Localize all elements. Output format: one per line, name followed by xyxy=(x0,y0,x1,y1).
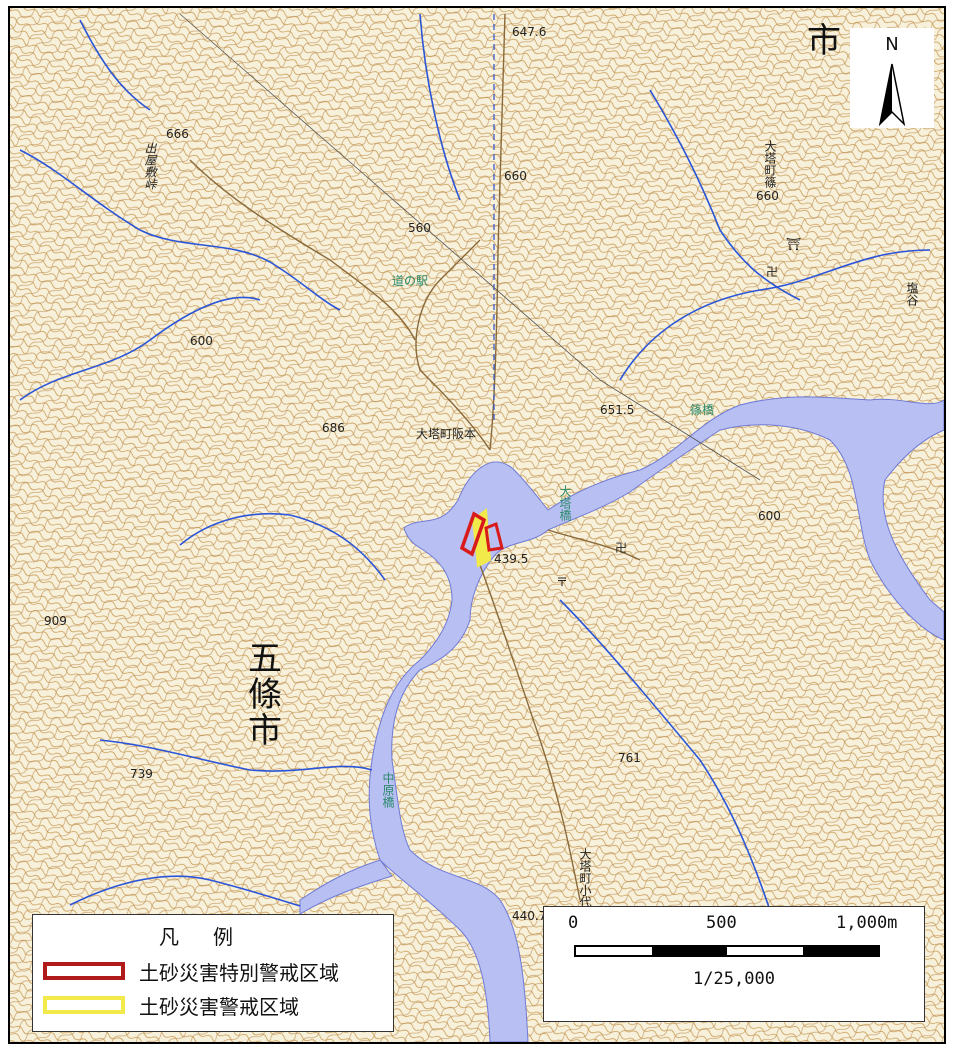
place-otomachi-shinoharawa: 大塔町篠 xyxy=(763,140,777,188)
place-shinohara-bridge: 篠橋 xyxy=(690,402,714,417)
legend-item-warning: 土砂災害警戒区域 xyxy=(43,991,299,1019)
north-arrow-icon xyxy=(878,63,906,127)
elevation-label: 909 xyxy=(44,614,67,628)
city-label-char-1: 五 xyxy=(248,639,282,679)
city-label-top: 市 xyxy=(807,21,841,61)
reservoir-arm xyxy=(299,859,393,915)
elevation-label: 739 xyxy=(130,767,153,781)
legend-item-special-warning: 土砂災害特別警戒区域 xyxy=(43,957,339,985)
streams xyxy=(19,13,931,941)
scale-bar-graphic xyxy=(574,945,880,957)
elevation-label: 439.5 xyxy=(494,552,528,566)
place-oto-bridge: 大塔橋 xyxy=(558,485,572,522)
elevation-label: 660 xyxy=(504,169,527,183)
scale-segment xyxy=(576,947,652,955)
elevation-label: 560 xyxy=(408,221,431,235)
legend-swatch-yellow xyxy=(43,996,125,1014)
scale-tick-500: 500 xyxy=(706,913,737,933)
city-label-char-3: 市 xyxy=(248,711,282,751)
contour-label: 660 xyxy=(756,189,779,203)
shrine-icon: ⛩ xyxy=(786,237,801,251)
elevation-label: 440.7 xyxy=(512,909,546,923)
scale-tick-1000: 1,000m xyxy=(836,913,898,933)
elevation-label: 686 xyxy=(322,421,345,435)
scale-segment xyxy=(651,947,727,955)
place-otomachi-sakamoto: 大塔町阪本 xyxy=(416,427,476,441)
north-arrow: N xyxy=(850,28,934,128)
temple-icon: 卍 xyxy=(766,265,778,279)
place-shiodani: 塩谷 xyxy=(905,281,919,307)
contour-label: 600 xyxy=(190,334,213,348)
city-label-char-2: 條 xyxy=(248,675,282,715)
scale-tick-0: 0 xyxy=(568,913,579,933)
power-line xyxy=(179,13,761,481)
place-deyashiki-pass: 出屋敷峠 xyxy=(142,142,157,190)
place-otomachi-kojiro: 大塔町小代 xyxy=(578,848,592,909)
hazard-zone-special-1 xyxy=(459,511,487,557)
legend-label: 土砂災害特別警戒区域 xyxy=(139,960,339,985)
post-office-icon: 〒 xyxy=(556,575,568,589)
scale-segment xyxy=(802,947,878,955)
place-michi-no-eki: 道の駅 xyxy=(392,274,428,288)
hazard-zone-special-2 xyxy=(484,521,504,552)
elevation-label: 761 xyxy=(618,751,641,765)
place-nakahara-bridge: 中原橋 xyxy=(381,771,395,809)
scale-ratio: 1/25,000 xyxy=(693,969,775,989)
elevation-label: 666 xyxy=(166,127,189,141)
scale-bar: 0 500 1,000m 1/25,000 xyxy=(543,906,925,1022)
legend-title: 凡例 xyxy=(159,925,267,949)
north-letter: N xyxy=(885,34,899,55)
temple-icon: 卍 xyxy=(615,541,627,555)
legend: 凡例 土砂災害特別警戒区域 土砂災害警戒区域 xyxy=(32,914,394,1032)
contour-label: 600 xyxy=(758,509,781,523)
elevation-label: 647.6 xyxy=(512,25,546,39)
legend-swatch-red xyxy=(43,962,125,980)
legend-label: 土砂災害警戒区域 xyxy=(139,994,299,1019)
scale-segment xyxy=(727,947,803,955)
hazard-zone-yellow xyxy=(471,508,492,568)
elevation-label: 651.5 xyxy=(600,403,634,417)
